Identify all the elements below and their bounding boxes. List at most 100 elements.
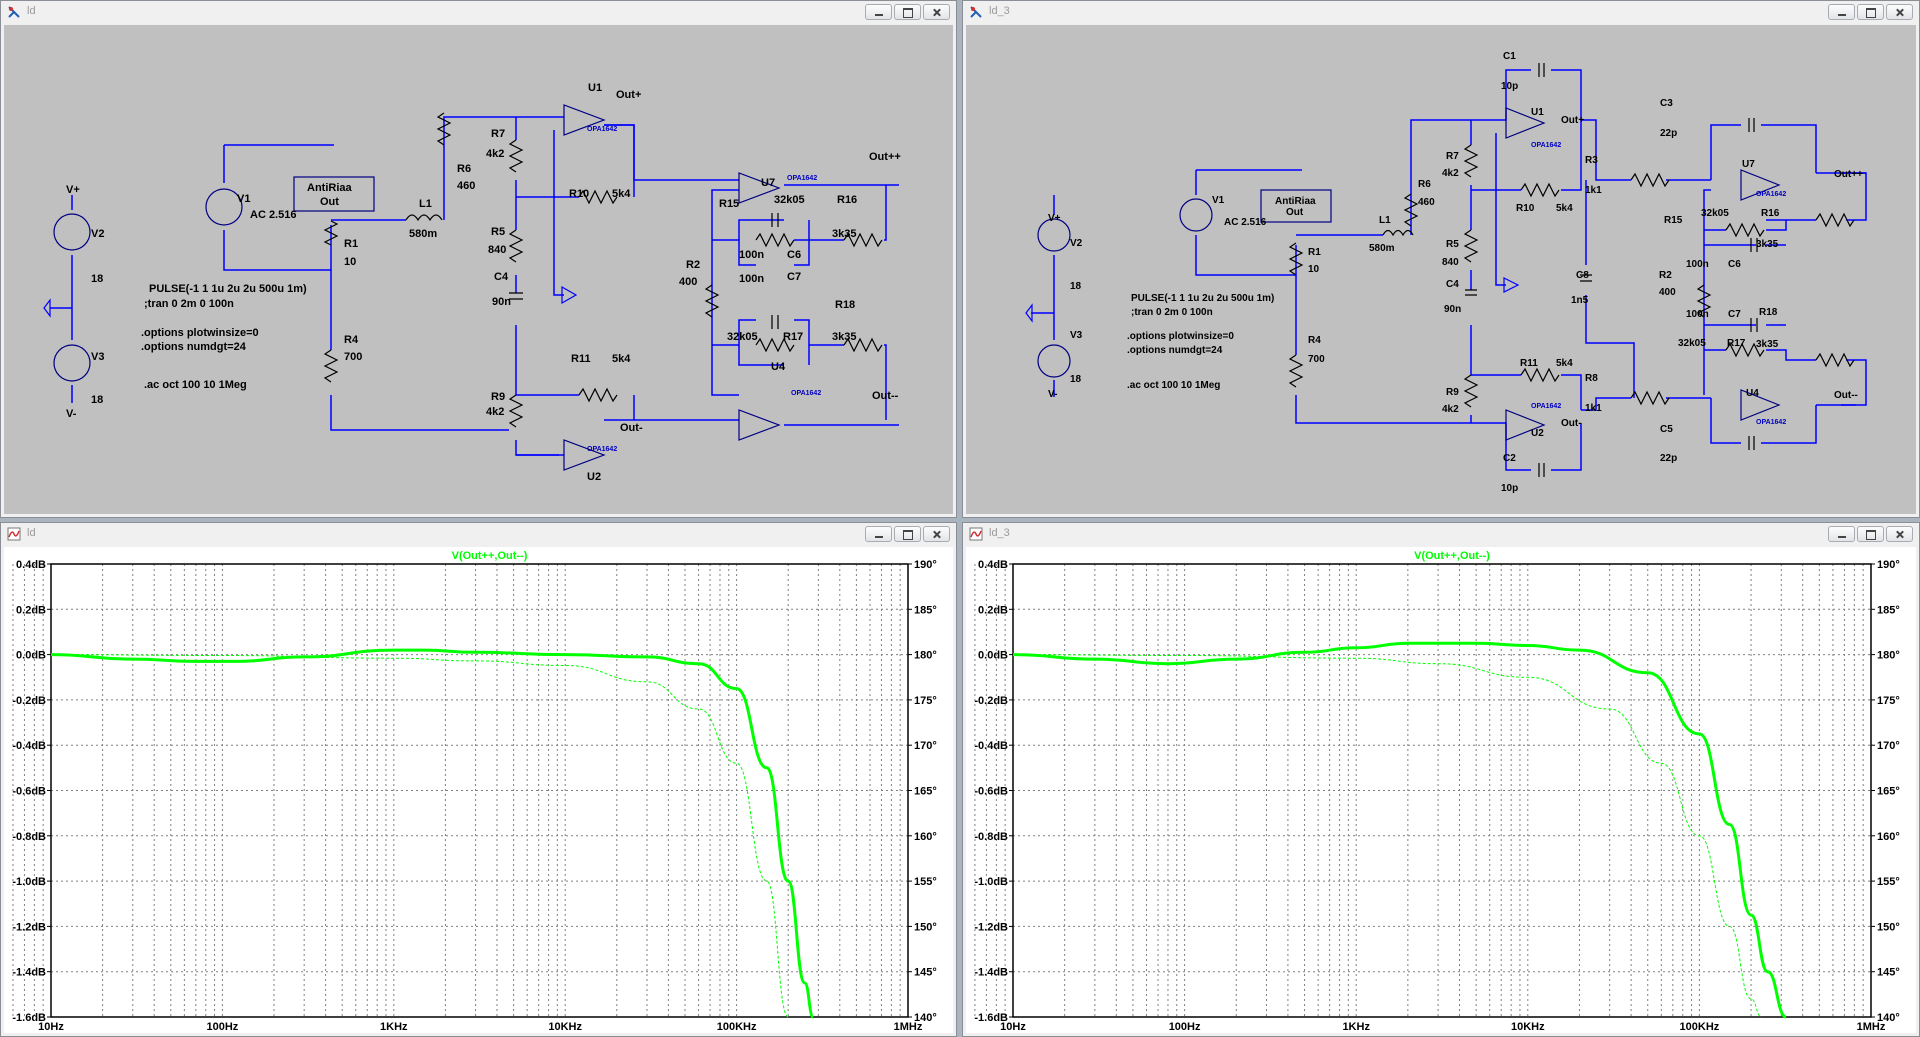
titlebar[interactable]: ld_3 (963, 523, 1919, 545)
r4-value: 700 (1308, 354, 1325, 365)
magnitude-trace (50, 648, 815, 1019)
c6-label: C6 (787, 249, 801, 261)
r10-value: 5k4 (612, 188, 631, 200)
trace-label: V(Out++,Out--) (452, 550, 528, 562)
l1-value: 580m (1369, 243, 1395, 254)
directive-plotwinsize[interactable]: .options plotwinsize=0 (1127, 331, 1234, 342)
minimize-button[interactable] (865, 526, 892, 542)
directive-ac[interactable]: .ac oct 100 10 1Meg (144, 379, 247, 391)
directive-numdgt[interactable]: .options numdgt=24 (1127, 345, 1223, 356)
v1-label: V1 (1212, 195, 1225, 206)
r17-value: 32k05 (1678, 338, 1706, 349)
titlebar[interactable]: ld_3 (963, 1, 1919, 23)
r11-value: 5k4 (612, 353, 631, 365)
r15-value: 32k05 (774, 194, 805, 206)
r15-value: 32k05 (1701, 208, 1729, 219)
maximize-button[interactable] (894, 4, 921, 20)
x-tick-label: 1KHz (1342, 1021, 1370, 1033)
window-title: ld_3 (989, 5, 1010, 17)
maximize-button[interactable] (1857, 526, 1884, 542)
l1-label: L1 (1379, 215, 1391, 226)
y2-tick-label: 185° (914, 604, 937, 616)
r3-value: 1k1 (1585, 185, 1602, 196)
y-tick-label: -1.2dB (974, 921, 1008, 933)
u1-out-label: Out+ (616, 89, 641, 101)
c3-label: C3 (1660, 98, 1673, 109)
plot-frame (1012, 563, 1872, 1018)
r9-value: 4k2 (486, 406, 504, 418)
v2-pin: V+ (66, 184, 80, 196)
directive-ac[interactable]: .ac oct 100 10 1Meg (1127, 380, 1220, 391)
directive-numdgt[interactable]: .options numdgt=24 (141, 341, 247, 353)
r1-value: 10 (1308, 264, 1320, 275)
titlebar[interactable]: ld (1, 1, 956, 23)
u4-label: U4 (771, 361, 786, 373)
c4-label: C4 (1446, 279, 1459, 290)
u7-label: U7 (761, 177, 775, 189)
window-title: ld (27, 527, 36, 539)
u2-model: OPA1642 (1531, 403, 1561, 410)
plot-frame (50, 563, 909, 1018)
schematic-app-icon (970, 6, 982, 18)
y2-tick-label: 160° (914, 831, 937, 843)
x-tick-label: 100KHz (1680, 1021, 1720, 1033)
minimize-button[interactable] (1828, 526, 1855, 542)
y2-tick-label: 170° (1877, 740, 1900, 752)
r6-value: 460 (457, 180, 475, 192)
y-tick-label: -1.6dB (12, 1012, 46, 1024)
directive-pulse[interactable]: PULSE(-1 1 1u 2u 2u 500u 1m) (149, 283, 307, 295)
maximize-button[interactable] (1857, 4, 1884, 20)
directive-plotwinsize[interactable]: .options plotwinsize=0 (141, 327, 259, 339)
v3-label: V3 (91, 351, 104, 363)
u2-label: U2 (1531, 428, 1544, 439)
directive-tran[interactable]: ;tran 0 2m 0 100n (144, 298, 234, 310)
u1-label: U1 (588, 82, 602, 94)
r1-value: 10 (344, 256, 356, 268)
plot-grid (974, 563, 1872, 1018)
bode-plot[interactable]: 0.4dB0.2dB0.0dB-0.2dB-0.4dB-0.6dB-0.8dB-… (4, 547, 955, 1035)
u1-out-label: Out+ (1561, 115, 1584, 126)
u4-out-label: Out-- (872, 390, 899, 402)
u4-out-label: Out-- (1834, 390, 1858, 401)
y2-tick-label: 155° (1877, 876, 1900, 888)
component-symbols (1025, 63, 1855, 477)
r10-label: R10 (569, 188, 589, 200)
y2-tick-label: 145° (914, 967, 937, 979)
x-tick-label: 1MHz (1857, 1021, 1886, 1033)
c5-value: 22p (1660, 453, 1677, 464)
y2-tick-label: 170° (914, 740, 937, 752)
u7-out-label: Out++ (1834, 169, 1863, 180)
schematic-app-icon (8, 6, 20, 18)
l1-value: 580m (409, 228, 437, 240)
u7-out-label: Out++ (869, 151, 901, 163)
minimize-button[interactable] (865, 4, 892, 20)
v2-value: 18 (1070, 281, 1082, 292)
titlebar[interactable]: ld (1, 523, 956, 545)
x-tick-label: 10KHz (548, 1021, 582, 1033)
close-button[interactable] (1886, 526, 1913, 542)
minimize-button[interactable] (1828, 4, 1855, 20)
y-tick-label: 0.4dB (16, 559, 46, 571)
v2-label: V2 (91, 228, 104, 240)
y2-tick-label: 175° (1877, 695, 1900, 707)
c2-label: C2 (1503, 453, 1516, 464)
schematic-canvas[interactable]: V2 18 V+ V3 18 V- V1 AC 2.516 AntiRiaa O… (966, 25, 1916, 514)
maximize-button[interactable] (894, 526, 921, 542)
close-button[interactable] (923, 526, 950, 542)
schematic-wires (50, 116, 899, 456)
r16-value: 3k35 (1756, 239, 1779, 250)
close-button[interactable] (1886, 4, 1913, 20)
r4-value: 700 (344, 351, 362, 363)
schematic-canvas[interactable]: V2 18 V+ V3 18 V- V1 AC 2.516 AntiRiaa O… (4, 25, 953, 514)
r18-label: R18 (1759, 307, 1778, 318)
bode-plot[interactable]: 0.4dB0.2dB0.0dB-0.2dB-0.4dB-0.6dB-0.8dB-… (966, 547, 1918, 1035)
v3-value: 18 (1070, 374, 1082, 385)
r2-value: 400 (1659, 287, 1676, 298)
directive-pulse[interactable]: PULSE(-1 1 1u 2u 2u 500u 1m) (1131, 293, 1274, 304)
close-button[interactable] (923, 4, 950, 20)
v2-pin: V+ (1048, 213, 1061, 224)
y2-tick-label: 145° (1877, 967, 1900, 979)
directive-tran[interactable]: ;tran 0 2m 0 100n (1131, 307, 1213, 318)
